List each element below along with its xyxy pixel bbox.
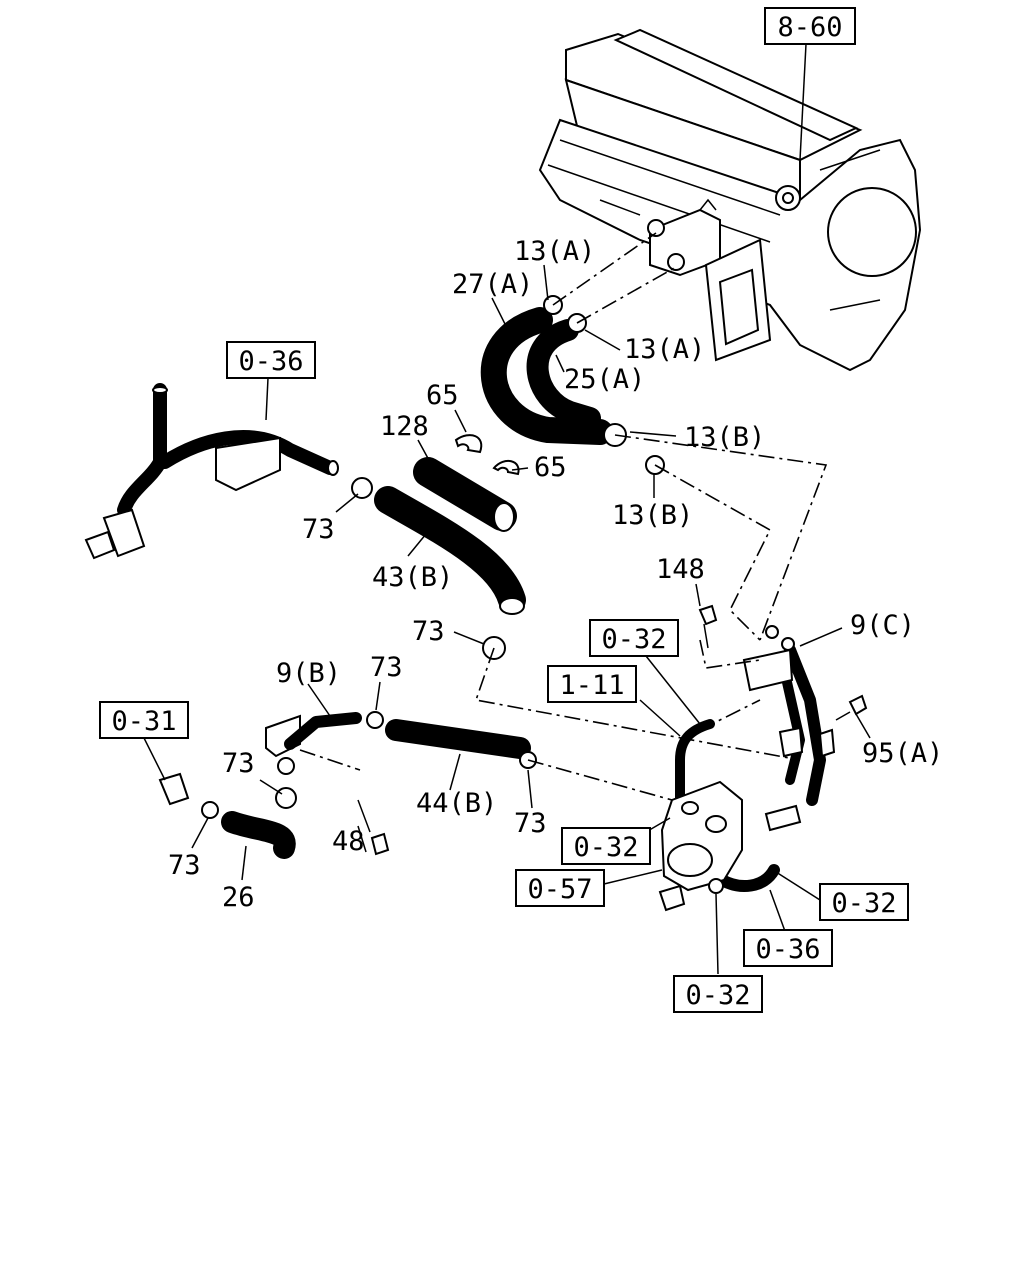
svg-text:8-60: 8-60 — [777, 12, 842, 43]
callout-73-e: 73 — [514, 808, 547, 839]
heater-unit-assembly — [538, 28, 922, 372]
callout-25a: 25(A) — [564, 364, 645, 395]
hoses — [221, 307, 780, 892]
callout-9b: 9(B) — [276, 658, 341, 689]
ref-box-0-32-lower-left[interactable]: 0-32 — [561, 827, 651, 865]
ref-box-0-31[interactable]: 0-31 — [99, 701, 189, 739]
callout-73-c: 73 — [370, 652, 403, 683]
callout-128: 128 — [380, 411, 429, 442]
callout-48: 48 — [332, 826, 365, 857]
callout-labels: 13(A) 27(A) 13(A) 25(A) 65 128 13(B) 65 … — [168, 236, 943, 913]
svg-text:0-32: 0-32 — [685, 980, 750, 1011]
ref-box-0-32-bottom[interactable]: 0-32 — [673, 975, 763, 1013]
svg-text:0-31: 0-31 — [111, 706, 176, 737]
water-pipe-left — [84, 383, 339, 560]
ref-box-0-32-right[interactable]: 0-32 — [819, 883, 909, 921]
callout-65-b: 65 — [534, 452, 567, 483]
callout-13a-right: 13(A) — [624, 334, 705, 365]
callout-9c: 9(C) — [850, 610, 915, 641]
ref-box-1-11[interactable]: 1-11 — [547, 665, 637, 703]
callout-73-a: 73 — [302, 514, 335, 545]
callout-43b: 43(B) — [372, 562, 453, 593]
ref-box-0-36-upper[interactable]: 0-36 — [226, 341, 316, 379]
leader-lines — [143, 43, 871, 975]
bolts — [357, 604, 868, 856]
svg-text:0-57: 0-57 — [527, 874, 592, 905]
ref-box-0-36-lower[interactable]: 0-36 — [743, 929, 833, 967]
pipe-9c — [742, 625, 836, 832]
water-outlet-housing — [658, 780, 743, 912]
svg-text:0-32: 0-32 — [831, 888, 896, 919]
svg-text:0-36: 0-36 — [238, 346, 303, 377]
callout-95a: 95(A) — [862, 738, 943, 769]
svg-text:1-11: 1-11 — [559, 670, 624, 701]
ref-box-0-32-middle[interactable]: 0-32 — [589, 619, 679, 657]
svg-text:0-32: 0-32 — [573, 832, 638, 863]
callout-13b-top: 13(B) — [684, 422, 765, 453]
svg-text:0-32: 0-32 — [601, 624, 666, 655]
callout-65-a: 65 — [426, 380, 459, 411]
callout-73-b: 73 — [412, 616, 445, 647]
callout-73-d: 73 — [222, 748, 255, 779]
callout-13a-top: 13(A) — [514, 236, 595, 267]
svg-text:0-36: 0-36 — [755, 934, 820, 965]
callout-13b-lower: 13(B) — [612, 500, 693, 531]
center-lines — [299, 232, 828, 801]
pipe-9b — [265, 712, 362, 775]
callout-44b: 44(B) — [416, 788, 497, 819]
callout-73-f: 73 — [168, 850, 201, 881]
callout-148: 148 — [656, 554, 705, 585]
ref-box-8-60[interactable]: 8-60 — [764, 7, 856, 45]
ref-box-0-57[interactable]: 0-57 — [515, 869, 605, 907]
callout-27a: 27(A) — [452, 269, 533, 300]
callout-26: 26 — [222, 882, 255, 913]
